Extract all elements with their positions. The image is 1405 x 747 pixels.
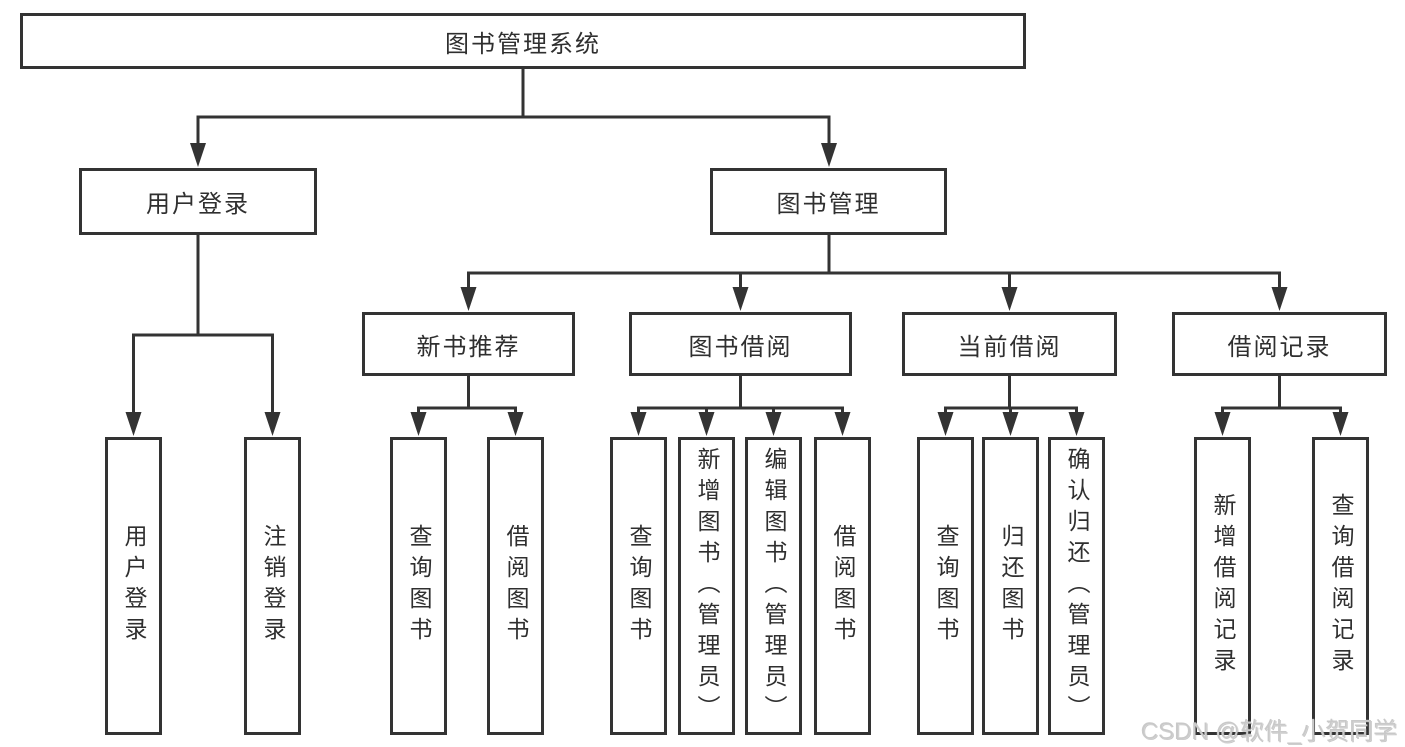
node-user-login-action: 用户登录 — [105, 437, 162, 735]
node-current-query-books-label: 查询图书 — [933, 524, 959, 648]
node-borrow-records-label: 借阅记录 — [1227, 333, 1332, 361]
node-recommend-query-books: 查询图书 — [390, 437, 447, 735]
arrowheads — [125, 143, 1349, 436]
node-return-books-label: 归还图书 — [998, 524, 1024, 648]
node-book-borrowing: 图书借阅 — [629, 312, 852, 376]
node-query-borrow-record-label: 查询借阅记录 — [1328, 493, 1354, 679]
node-add-borrow-record: 新增借阅记录 — [1194, 437, 1251, 735]
node-borrowing-query-books: 查询图书 — [610, 437, 667, 735]
node-add-books-admin: 新增图书（管理员） — [678, 437, 735, 735]
node-current-borrowing-label: 当前借阅 — [957, 333, 1062, 361]
node-confirm-return-admin: 确认归还（管理员） — [1048, 437, 1105, 735]
node-current-borrowing: 当前借阅 — [902, 312, 1117, 376]
node-query-borrow-record: 查询借阅记录 — [1312, 437, 1369, 735]
node-borrowing-query-books-label: 查询图书 — [626, 524, 652, 648]
node-confirm-return-admin-label: 确认归还（管理员） — [1064, 446, 1090, 726]
node-logout-action: 注销登录 — [244, 437, 301, 735]
node-new-book-recommend: 新书推荐 — [362, 312, 575, 376]
node-recommend-borrow-books: 借阅图书 — [487, 437, 544, 735]
node-recommend-borrow-books-label: 借阅图书 — [503, 524, 529, 648]
node-borrow-records: 借阅记录 — [1172, 312, 1387, 376]
node-edit-books-admin-label: 编辑图书（管理员） — [761, 446, 787, 726]
node-user-login: 用户登录 — [79, 168, 317, 235]
node-user-login-action-label: 用户登录 — [121, 524, 147, 648]
node-logout-action-label: 注销登录 — [260, 524, 286, 648]
node-book-management: 图书管理 — [710, 168, 947, 235]
node-book-borrowing-label: 图书借阅 — [688, 333, 793, 361]
node-user-login-label: 用户登录 — [146, 191, 250, 218]
csdn-watermark: CSDN @软件_小贺同学 — [1140, 718, 1397, 745]
node-return-books: 归还图书 — [982, 437, 1039, 735]
node-library-management-system-label: 图书管理系统 — [445, 30, 601, 58]
node-current-query-books: 查询图书 — [917, 437, 974, 735]
node-book-management-label: 图书管理 — [776, 191, 881, 218]
node-new-book-recommend-label: 新书推荐 — [416, 333, 521, 361]
node-add-borrow-record-label: 新增借阅记录 — [1210, 493, 1236, 679]
node-borrowing-borrow-books-label: 借阅图书 — [830, 524, 856, 648]
node-library-management-system: 图书管理系统 — [20, 13, 1026, 69]
node-borrowing-borrow-books: 借阅图书 — [814, 437, 871, 735]
node-add-books-admin-label: 新增图书（管理员） — [694, 446, 720, 726]
node-edit-books-admin: 编辑图书（管理员） — [745, 437, 802, 735]
node-recommend-query-books-label: 查询图书 — [406, 524, 432, 648]
